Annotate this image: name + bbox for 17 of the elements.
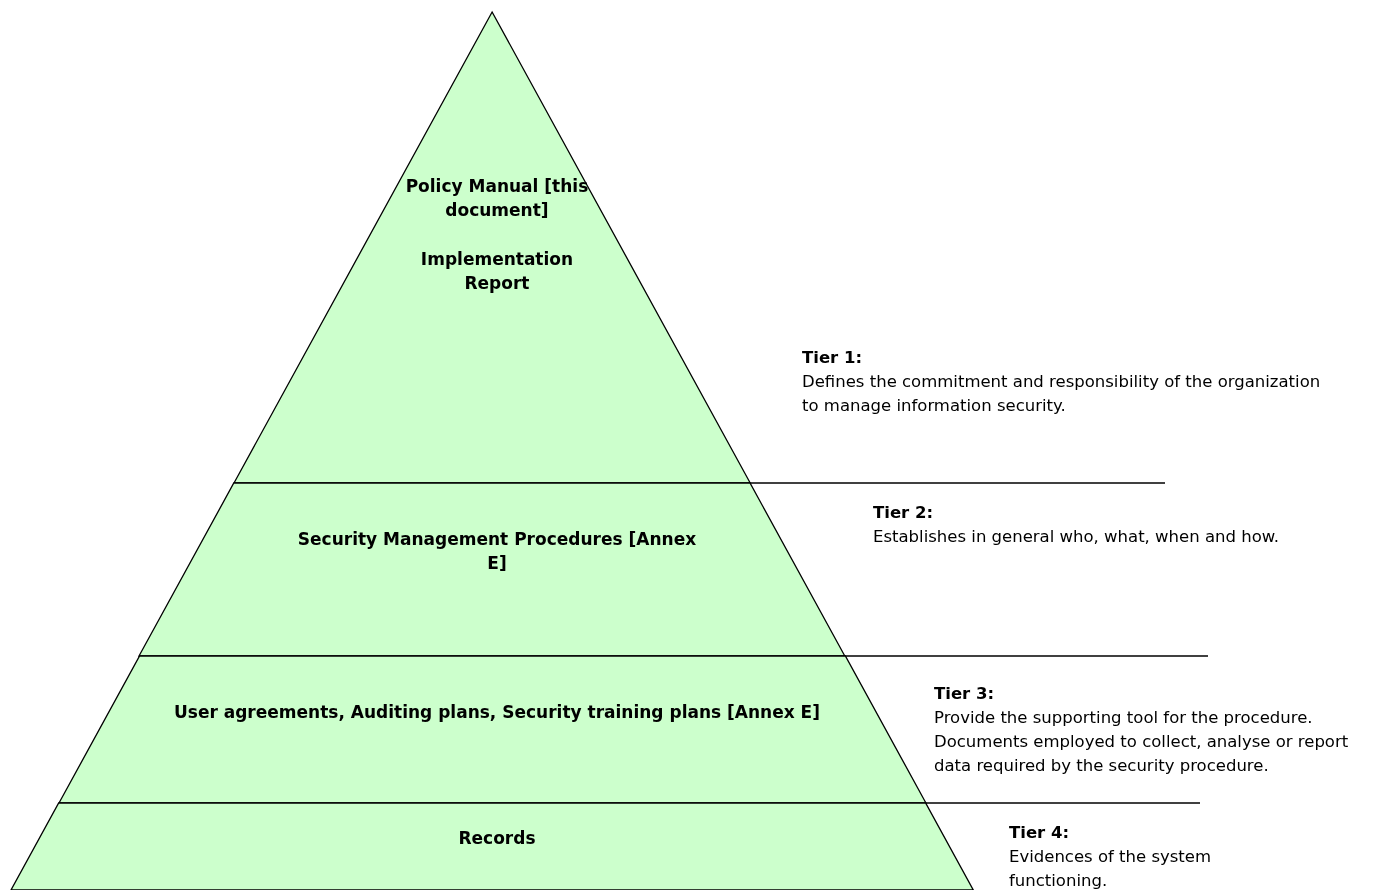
tier-heading: Tier 3: bbox=[934, 683, 996, 705]
tier-title: Security Management Procedures [Annex E] bbox=[296, 528, 698, 575]
tier-description: Defines the commitment and responsibility of the organization to manage information security. bbox=[802, 371, 1322, 417]
tier-title: Implementation Report bbox=[419, 248, 575, 295]
tier-description: Evidences of the system functioning. bbox=[1009, 846, 1213, 890]
tier-title: Policy Manual [this document] bbox=[404, 175, 590, 222]
tier-description: Establishes in general who, what, when and how. bbox=[873, 526, 1280, 548]
pyramid-tier bbox=[233, 12, 751, 483]
pyramid-tier bbox=[10, 803, 974, 890]
tier-heading: Tier 4: bbox=[1009, 822, 1071, 844]
tier-title: Records bbox=[457, 827, 537, 850]
pyramid-tier bbox=[58, 656, 926, 803]
tier-heading: Tier 1: bbox=[802, 347, 864, 369]
tier-title: User agreements, Auditing plans, Security training plans [Annex E] bbox=[172, 701, 821, 724]
pyramid-tier bbox=[139, 483, 845, 656]
tier-heading: Tier 2: bbox=[873, 502, 935, 524]
tier-description: Provide the supporting tool for the procedure. Documents employed to collect, analyse or report data required by the security procedure. bbox=[934, 707, 1350, 777]
